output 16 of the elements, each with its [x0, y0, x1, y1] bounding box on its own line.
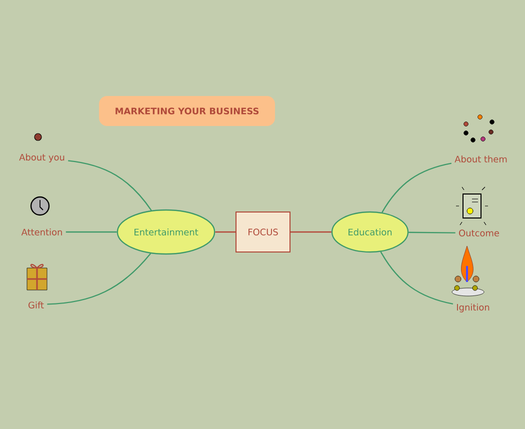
connector-line — [47, 253, 152, 305]
branch-label: Ignition — [457, 304, 490, 312]
connector-line — [380, 251, 454, 305]
branch-label: Attention — [21, 228, 62, 236]
connector-line — [408, 232, 456, 234]
connector-line — [68, 160, 152, 211]
connector-line — [215, 231, 236, 233]
branch-label: About you — [19, 154, 64, 162]
connector-line — [66, 231, 117, 233]
connector-line — [382, 162, 452, 213]
branch-label: Outcome — [459, 230, 499, 236]
branch-label: Gift — [28, 302, 44, 308]
title-banner: MARKETING YOUR BUSINESS — [99, 96, 275, 126]
branch-label: About them — [454, 156, 507, 162]
focus-box: FOCUS — [236, 212, 290, 252]
connector-line — [290, 231, 332, 233]
